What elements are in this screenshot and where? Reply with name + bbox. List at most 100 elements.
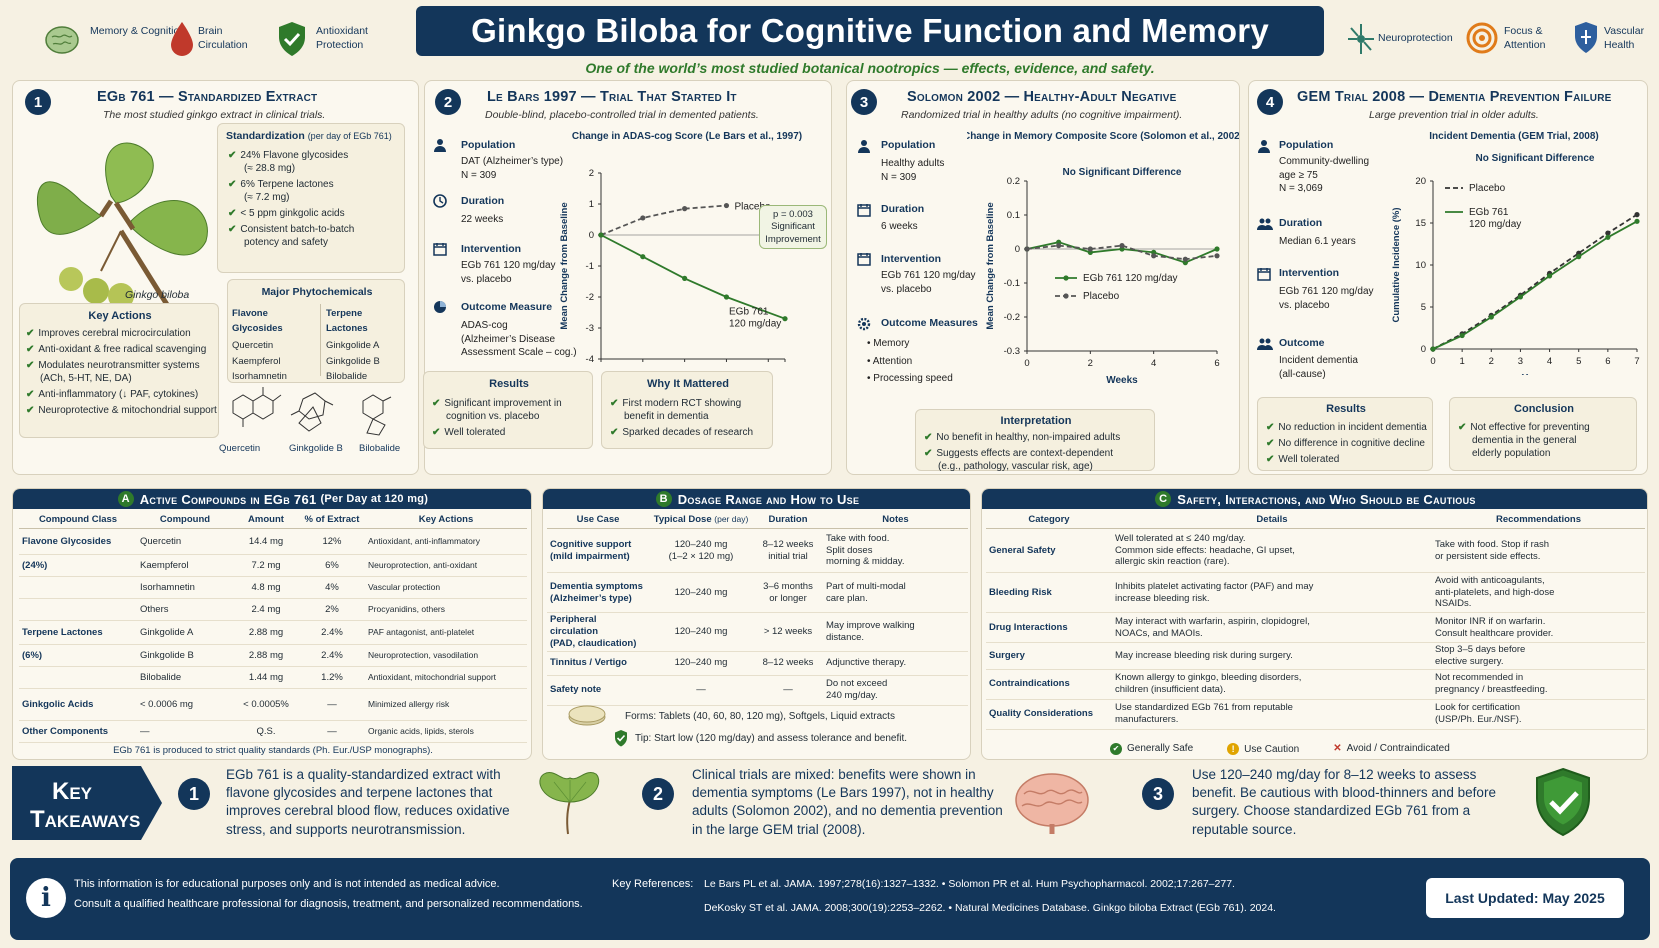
legend-label: Placebo (1083, 291, 1120, 302)
table-cell (19, 576, 137, 599)
shield-check-icon (613, 729, 629, 747)
conclusion-item: Not effective for preventing (1470, 422, 1590, 433)
vascular-shield-icon (1572, 20, 1600, 56)
target-icon (1466, 22, 1498, 54)
intervention-label: Intervention (881, 253, 942, 265)
key-actions-box: Key Actions ✔Improves cerebral microcirc… (19, 303, 219, 438)
molecule-structures (213, 381, 413, 441)
why-item: Sparked decades of research (622, 427, 754, 438)
table-cell: Known allergy to ginkgo, bleeding disord… (1112, 669, 1432, 700)
table-cell: (24%) (19, 554, 137, 577)
intervention-value: vs. placebo (461, 273, 512, 285)
data-point (782, 316, 788, 322)
panel-number: 4 (1257, 89, 1283, 115)
legend-label-line: Placebo (1469, 183, 1506, 194)
result-item: Well tolerated (1278, 454, 1340, 465)
panel-subtitle: Randomized trial in healthy adults (no c… (901, 109, 1183, 121)
x-axis-label: Weeks (1106, 375, 1138, 385)
data-point (1430, 346, 1436, 352)
takeaways-title-arrow: Key Takeaways (12, 766, 162, 840)
interp-item: Suggests effects are context-dependent (936, 448, 1113, 459)
table-cell: Other Components (19, 720, 137, 743)
table-cell: Surgery (986, 642, 1112, 670)
x-tick-label: 5 (1576, 356, 1581, 367)
duration-label: Duration (881, 203, 925, 215)
legend-label-line: EGb 761 (1469, 207, 1509, 218)
population-value: age ≥ 75 (1279, 169, 1318, 181)
table-cell: — (137, 720, 233, 743)
safety-legend: ✔Generally Safe !Use Caution ✕Avoid / Co… (1110, 743, 1450, 755)
panel-egb761: 1 EGb 761 — Standardized Extract The mos… (12, 80, 419, 475)
data-point (1119, 243, 1125, 249)
panel-subtitle: Double-blind, placebo-controlled trial i… (485, 109, 759, 121)
structure-label: Ginkgolide B (289, 443, 343, 454)
check-icon: ✔ (228, 208, 237, 219)
duration-value: 22 weeks (461, 214, 504, 225)
outcome-value: (Alzheimer’s Disease (461, 333, 556, 345)
x-icon: ✕ (1333, 743, 1342, 754)
phyto-title: Major Phytochemicals (261, 286, 373, 298)
gear-icon (857, 317, 873, 333)
col-header: Recommendations (1432, 511, 1645, 529)
shield-check-icon (1532, 766, 1594, 838)
series-line (1432, 220, 1638, 350)
panel-number: 2 (435, 89, 461, 115)
x-tick-label: 3 (1518, 356, 1523, 367)
table-cell: 2.4% (299, 620, 365, 645)
table-cell: — (753, 675, 823, 706)
population-value: N = 309 (461, 169, 497, 181)
table-row: Peripheral circulation(PAD, claudication… (547, 612, 968, 652)
data-point (723, 294, 730, 300)
warning-icon: ! (1227, 743, 1240, 755)
x-tick-label: 4 (1547, 356, 1552, 367)
intervention-value: vs. placebo (1279, 299, 1330, 311)
legend-avoid: ✕Avoid / Contraindicated (1333, 743, 1450, 754)
safety-table: Category Details Recommendations General… (986, 511, 1645, 730)
data-point (1182, 256, 1188, 262)
legend-label-line: 120 mg/day (729, 319, 781, 330)
section-safety: C Safety, Interactions, and Who Should b… (981, 488, 1648, 760)
conclusion-title: Conclusion (1514, 403, 1574, 415)
col-header: Category (986, 511, 1112, 529)
table-cell: Q.S. (233, 720, 299, 743)
table-cell: Flavone Glycosides (19, 528, 137, 555)
section-header: A Active Compounds in EGb 761 (Per Day a… (13, 489, 531, 509)
y-tick-label: -0.2 (1004, 312, 1020, 323)
structure-label: Bilobalide (359, 443, 401, 454)
x-tick-label: 7 (1634, 356, 1639, 367)
section-header: C Safety, Interactions, and Who Should b… (982, 489, 1647, 509)
chart-annotation: No Significant Difference (1063, 167, 1182, 178)
panel-solomon: 3 Solomon 2002 — Healthy-Adult Negative … (846, 80, 1240, 475)
action-item: Modulates neurotransmitter systems (38, 360, 200, 371)
legend-label-line: EGb 761 (729, 307, 769, 318)
population-value: Healthy adults (881, 158, 945, 169)
table-cell: Antioxidant, mitochondrial support (365, 666, 527, 689)
header-right-badges: Neuroprotection Focus & Attention Vascul… (1346, 18, 1651, 62)
y-tick-label: 0 (1421, 344, 1426, 355)
table-cell: 12% (299, 528, 365, 555)
table-cell: Tinnitus / Vertigo (547, 651, 649, 676)
data-point (1576, 254, 1582, 260)
check-icon: ✔ (228, 150, 237, 161)
phyto-item: Ginkgolide A (326, 340, 380, 352)
table-cell: 120–240 mg (649, 651, 753, 676)
table-cell: — (649, 675, 753, 706)
section-title: Dosage Range and How to Use (677, 491, 860, 507)
legend-safe: ✔Generally Safe (1110, 743, 1193, 755)
table-cell: Antioxidant, anti-inflammatory (365, 528, 527, 555)
y-tick-label: 2 (589, 168, 594, 179)
x-tick-label: 6 (1605, 356, 1610, 367)
y-axis-label: Mean Change from Baseline (985, 202, 996, 329)
std-item: 24% Flavone glycosides (240, 150, 349, 161)
outcome-label: Outcome Measures (881, 317, 978, 329)
table-cell: May interact with warfarin, aspirin, clo… (1112, 612, 1432, 643)
section-letter: A (117, 491, 134, 507)
data-point (1634, 218, 1640, 224)
result-item: No difference in cognitive decline (1278, 438, 1425, 449)
intervention-value: EGb 761 120 mg/day (1279, 286, 1374, 297)
